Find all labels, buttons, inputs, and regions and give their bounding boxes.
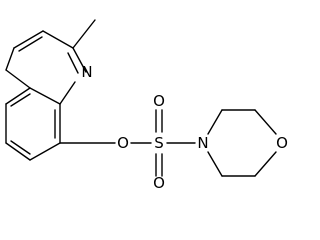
ring-nitrogen-label: N xyxy=(81,63,92,81)
quinoline-pyridine-ring xyxy=(5,30,87,105)
sulfonyl-double-bond-bottom xyxy=(155,153,163,177)
molecule-canvas: N O S O O N O xyxy=(5,19,288,189)
sulfonyl-double-bond-top xyxy=(155,109,163,133)
sulfur-label: S xyxy=(154,134,164,152)
ester-oxygen-label: O xyxy=(117,134,129,152)
sulfonyl-oxygen-top-label: O xyxy=(153,92,165,110)
sulfonyl-oxygen-bottom-label: O xyxy=(153,174,165,189)
morpholine-nitrogen-label: N xyxy=(197,134,208,152)
morpholine-oxygen-label: O xyxy=(276,134,288,152)
morpholine-ring xyxy=(207,109,277,177)
methyl-bond xyxy=(72,19,96,49)
quinoline-benzene-ring xyxy=(5,87,61,161)
molecule-structure: N O S O O N O xyxy=(5,19,288,189)
